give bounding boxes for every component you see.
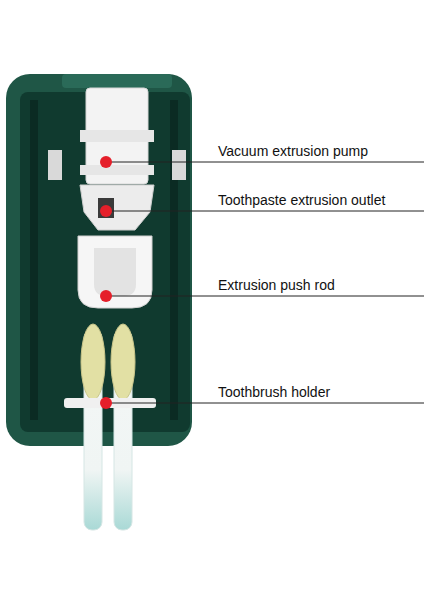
inner-rail [170,100,178,420]
housing [6,74,192,446]
toothbrush-head [111,324,135,400]
side-clip [172,150,186,180]
inner-rail [30,100,38,420]
part-label: Toothbrush holder [216,384,332,400]
pump-ring [80,130,154,142]
outlet-nozzle [98,198,114,218]
leader-line [106,211,424,212]
callout-dot [100,397,112,409]
part-label: Vacuum extrusion pump [216,143,370,159]
pump-ring [80,165,154,175]
leader-line [106,296,424,297]
callout-dot [100,290,112,302]
callout-dot [100,205,112,217]
callout-dot [100,156,112,168]
toothbrush-head [81,324,105,400]
push-rod-cup [94,248,136,296]
leader-line [106,162,424,163]
part-label: Extrusion push rod [216,277,337,293]
part-label: Toothpaste extrusion outlet [216,192,387,208]
side-clip [48,150,62,180]
push-rod [78,236,152,308]
outlet-frame [80,185,154,230]
top-mount [62,74,172,88]
leader-line [106,403,424,404]
